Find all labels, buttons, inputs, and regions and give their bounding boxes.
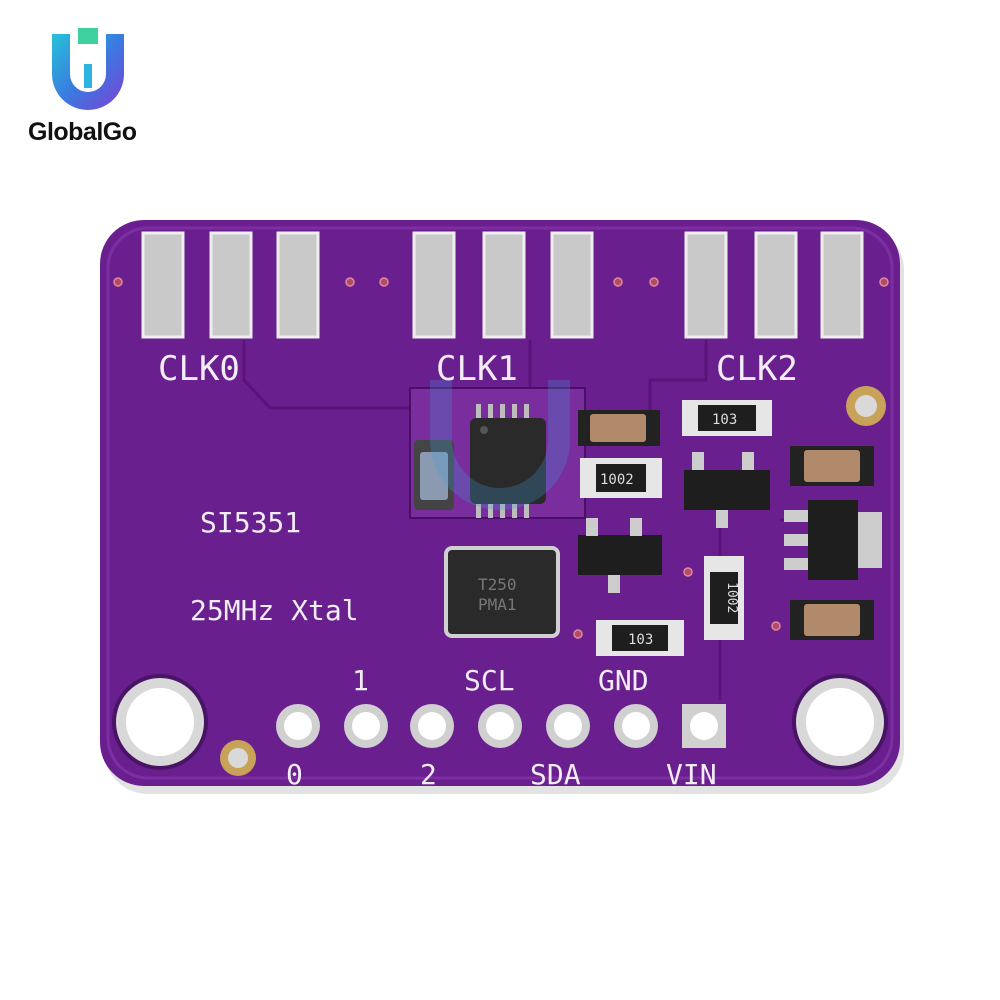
pin-gnd [614,704,658,748]
crystal: T250 PMA1 [444,546,560,638]
pin-label-sda: SDA [530,758,581,791]
regulator [784,500,882,580]
header-pins [276,704,726,748]
clk1-label: CLK1 [436,349,518,389]
capacitor-left [414,440,454,510]
pin-label-scl: SCL [464,664,515,697]
pin-1 [344,704,388,748]
clk0-label: CLK0 [158,349,240,389]
resistor-mid-mark: 1002 [600,472,634,488]
resistor-vertical: 1002 [704,556,744,640]
capacitor-right-top [790,446,874,486]
crystal-mark-1: T250 [478,575,517,594]
watermark-logo-icon [430,380,570,510]
mounting-hole-small [846,386,886,426]
pin-scl [478,704,522,748]
capacitor-top-mid [578,410,660,446]
resistor-right-mark: 1002 [724,582,739,613]
pin-sda [546,704,590,748]
resistor-bottom: 103 [596,620,684,656]
brand-name: GlobalGo [28,118,137,146]
chip-label: SI5351 [200,506,301,539]
pin-label-gnd: GND [598,664,649,697]
mounting-hole-right [792,674,888,770]
capacitor-right-bottom [790,600,874,640]
transistor-2 [684,452,770,528]
resistor-top: 103 [682,400,772,436]
resistor-bottom-mark: 103 [628,632,653,648]
transistor-1 [578,518,662,593]
clk-pads [141,231,864,339]
mounting-hole-left [112,674,208,770]
logo-mark-icon [52,28,124,110]
pin-label-1: 1 [352,664,369,697]
pin-0 [276,704,320,748]
crystal-mark-2: PMA1 [478,595,517,614]
brand-logo [28,22,168,152]
xtal-label: 25MHz Xtal [190,594,359,627]
resistor-top-mark: 103 [712,412,737,428]
clk2-label: CLK2 [716,349,798,389]
pin-label-0: 0 [286,758,303,791]
pin-label-2: 2 [420,758,437,791]
mounting-hole-small-bottom [220,740,256,776]
resistor-mid: 1002 [580,458,662,498]
pin-2 [410,704,454,748]
pin-vin [682,704,726,748]
pin-label-vin: VIN [666,758,717,791]
